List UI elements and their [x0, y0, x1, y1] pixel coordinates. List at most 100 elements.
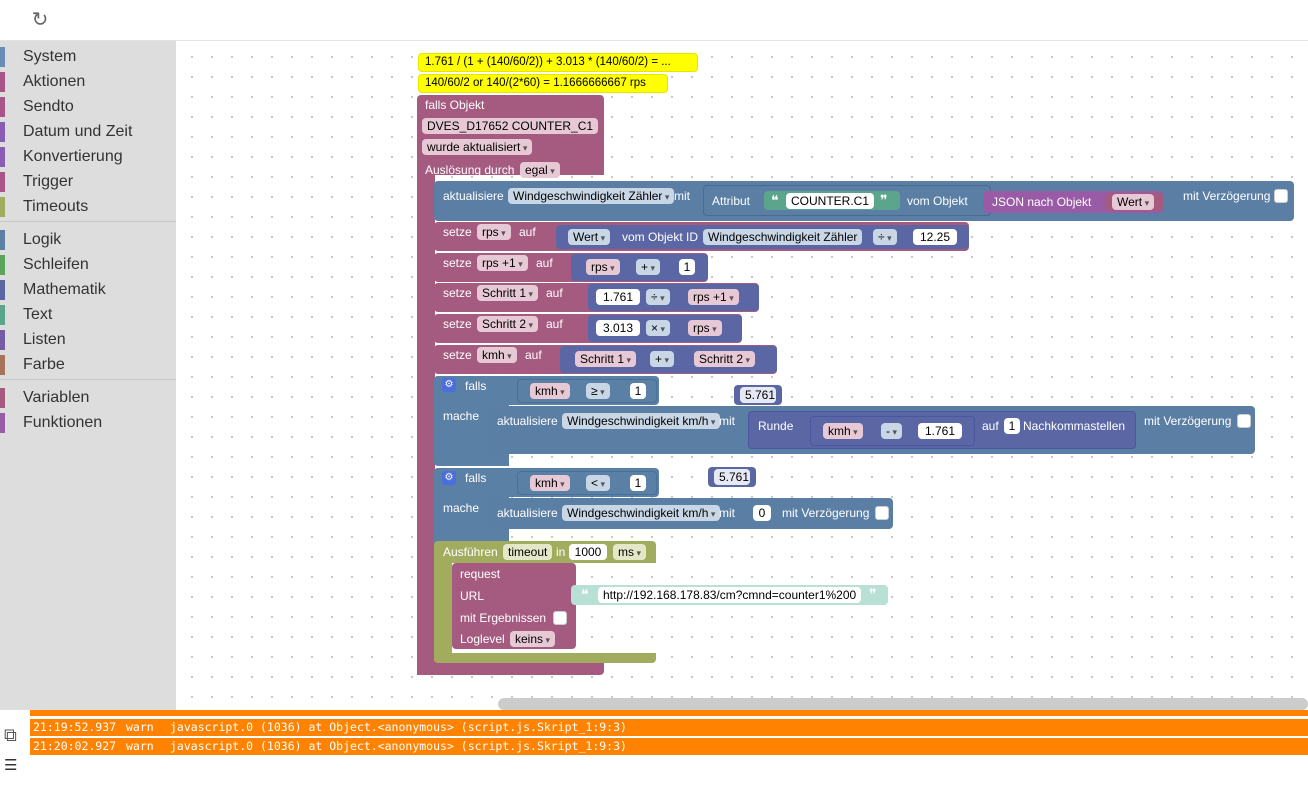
number-field[interactable]: 1.761	[918, 423, 962, 439]
log-console: 21:19:52.937 warn javascript.0 (1036) at…	[0, 710, 1308, 788]
category-variablen[interactable]: Variablen	[0, 387, 176, 409]
rps-var-dropdown[interactable]: rps	[477, 224, 511, 240]
target-dropdown[interactable]: Windgeschwindigkeit km/h	[562, 505, 721, 521]
timeout-block-spine	[434, 561, 452, 661]
timeout-name-field[interactable]: timeout	[503, 544, 553, 560]
category-funktionen[interactable]: Funktionen	[0, 412, 176, 434]
category-label: Trigger	[23, 173, 74, 190]
operator-dropdown[interactable]: ÷	[873, 229, 897, 245]
var-dropdown[interactable]: rps +1	[688, 289, 739, 305]
comment-block[interactable]: 140/60/2 or 140/(2*60) = 1.1666666667 rp…	[418, 74, 668, 93]
category-farbe[interactable]: Farbe	[0, 354, 176, 376]
object-id-field[interactable]: DVES_D17652 COUNTER_C1	[422, 118, 599, 134]
number-field[interactable]: 1.761	[596, 289, 640, 305]
category-text[interactable]: Text	[0, 304, 176, 326]
category-timeouts[interactable]: Timeouts	[0, 196, 176, 218]
number-field[interactable]: 3.013	[596, 320, 640, 336]
operator-dropdown[interactable]: ÷	[646, 289, 670, 305]
delay-label: mit Verzögerung	[782, 506, 870, 520]
var-dropdown[interactable]: Schritt 2	[477, 316, 539, 332]
category-trigger[interactable]: Trigger	[0, 171, 176, 193]
number-field[interactable]: 0	[753, 505, 771, 521]
auf-label: auf	[525, 348, 542, 362]
setze-label: setze	[443, 286, 472, 300]
delay-checkbox[interactable]	[875, 506, 889, 520]
category-schleifen[interactable]: Schleifen	[0, 254, 176, 276]
trigger-block[interactable]	[417, 95, 604, 175]
operator-dropdown[interactable]: -	[881, 423, 903, 439]
delay-label: mit Verzögerung	[1144, 414, 1232, 428]
rps-var-dropdown[interactable]: rps	[586, 259, 620, 275]
var-dropdown[interactable]: kmh	[823, 423, 863, 439]
gear-icon[interactable]: ⚙	[442, 378, 456, 392]
horizontal-scrollbar[interactable]	[498, 698, 1308, 710]
var-dropdown[interactable]: rps +1	[477, 255, 528, 271]
gear-icon[interactable]: ⚙	[442, 471, 456, 485]
log-time: 21:20:02.927	[33, 739, 117, 753]
category-aktionen[interactable]: Aktionen	[0, 71, 176, 93]
mache-label: mache	[443, 409, 480, 423]
category-color-bar	[0, 255, 5, 275]
category-color-bar	[0, 72, 5, 92]
operator-dropdown[interactable]: +	[636, 259, 661, 275]
egal-dropdown[interactable]: egal	[520, 162, 560, 178]
category-logik[interactable]: Logik	[0, 229, 176, 251]
attr-text-field[interactable]: COUNTER.C1	[786, 193, 875, 209]
number-field[interactable]: 1	[630, 475, 646, 491]
var-dropdown[interactable]: rps	[688, 320, 722, 336]
list-toggle-icon[interactable]: ☰	[4, 757, 18, 774]
loglevel-dropdown[interactable]: keins	[510, 631, 556, 647]
category-sendto[interactable]: Sendto	[0, 96, 176, 118]
operator-dropdown[interactable]: ×	[646, 320, 671, 336]
ergebnisse-checkbox[interactable]	[553, 611, 567, 625]
wert-dropdown[interactable]: Wert	[568, 229, 611, 245]
target-dropdown[interactable]: Windgeschwindigkeit km/h	[562, 413, 721, 429]
number-field[interactable]: 5.761	[714, 469, 750, 485]
number-field[interactable]: 5.761	[740, 387, 776, 403]
category-system[interactable]: System	[0, 46, 176, 68]
blockly-workspace[interactable]: 1.761 / (1 + (140/60/2)) + 3.013 * (140/…	[176, 41, 1308, 710]
number-field[interactable]: 1	[630, 383, 646, 399]
var-dropdown[interactable]: kmh	[530, 475, 570, 491]
comment-text: 1.761 / (1 + (140/60/2)) + 3.013 * (140/…	[425, 56, 671, 68]
attribut-block[interactable]	[703, 185, 991, 216]
log-time: 21:19:52.937	[33, 720, 117, 734]
number-field[interactable]: 1	[679, 259, 695, 275]
number-field[interactable]: 12.25	[913, 229, 957, 245]
operator-dropdown[interactable]: ≥	[586, 383, 610, 399]
var-dropdown[interactable]: kmh	[477, 347, 517, 363]
change-dropdown[interactable]: wurde aktualisiert	[422, 139, 533, 155]
var-dropdown[interactable]: Schritt 1	[477, 285, 539, 301]
aktualisiere-label: aktualisiere	[497, 414, 558, 428]
quote-close-icon: ❞	[869, 586, 877, 602]
operator-dropdown[interactable]: +	[650, 351, 675, 367]
operator-dropdown[interactable]: <	[586, 475, 611, 491]
url-text-field[interactable]: http://192.168.178.83/cm?cmnd=counter1%2…	[598, 587, 862, 603]
delay-checkbox[interactable]	[1237, 414, 1251, 428]
log-row[interactable]: 21:19:52.937 warn javascript.0 (1036) at…	[30, 719, 1308, 736]
category-konvertierung[interactable]: Konvertierung	[0, 146, 176, 168]
copy-icon[interactable]: ⧉	[4, 725, 17, 745]
category-color-bar	[0, 172, 5, 192]
refresh-icon[interactable]: ↻	[31, 9, 49, 31]
wert-dropdown[interactable]: Wert	[1112, 194, 1155, 210]
vom-objekt-label: vom Objekt	[907, 194, 968, 208]
digits-field[interactable]: 1	[1004, 418, 1020, 434]
category-mathematik[interactable]: Mathematik	[0, 279, 176, 301]
loglevel-label: Loglevel	[460, 632, 505, 646]
log-row[interactable]: 21:20:02.927 warn javascript.0 (1036) at…	[30, 738, 1308, 755]
var-dropdown[interactable]: kmh	[530, 383, 570, 399]
delay-checkbox[interactable]	[1274, 189, 1288, 203]
unit-dropdown[interactable]: ms	[613, 544, 647, 560]
var-dropdown[interactable]: Schritt 1	[575, 351, 637, 367]
timeout-block-bottom	[434, 653, 656, 663]
object-id-field[interactable]: Windgeschwindigkeit Zähler	[703, 229, 863, 245]
category-datum-und-zeit[interactable]: Datum und Zeit	[0, 121, 176, 143]
category-color-bar	[0, 97, 5, 117]
var-dropdown[interactable]: Schritt 2	[694, 351, 756, 367]
target-dropdown[interactable]: Windgeschwindigkeit Zähler	[508, 188, 675, 204]
top-toolbar: ↻	[0, 0, 1308, 41]
ms-field[interactable]: 1000	[569, 544, 607, 560]
category-listen[interactable]: Listen	[0, 329, 176, 351]
comment-block[interactable]: 1.761 / (1 + (140/60/2)) + 3.013 * (140/…	[418, 53, 698, 72]
